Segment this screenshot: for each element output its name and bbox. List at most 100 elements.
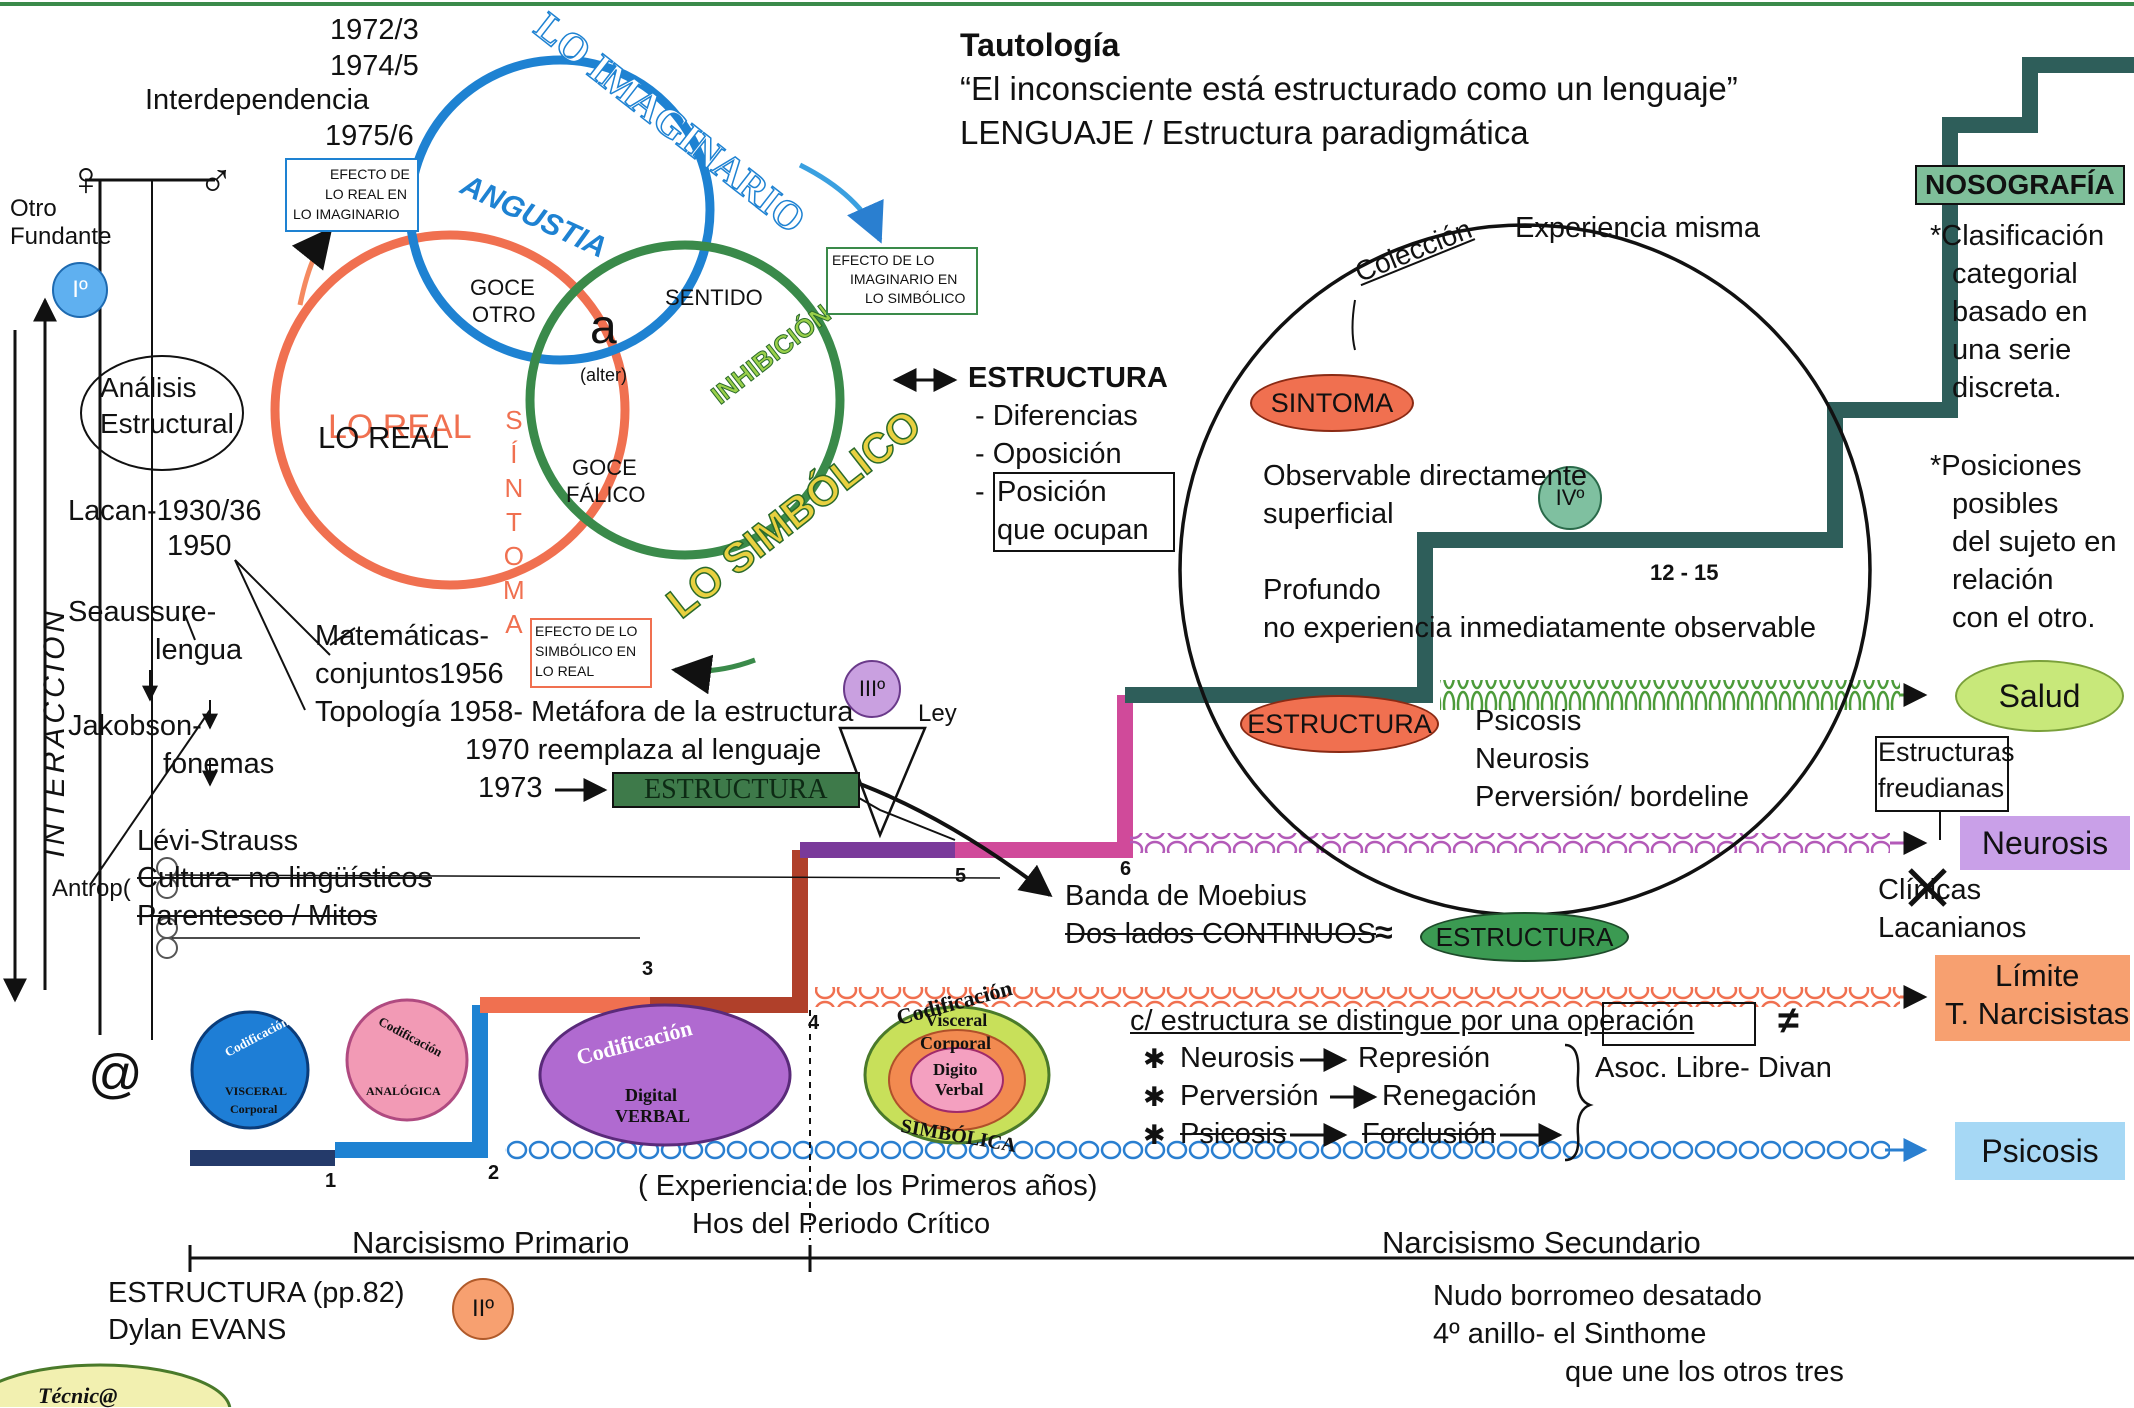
badge-I: Iº — [52, 262, 108, 318]
posicion-box — [993, 472, 1175, 552]
header-quote: “El inconsciente está estructurado como … — [960, 70, 1738, 107]
nosografia-c5: discreta. — [1952, 372, 2062, 404]
banda-moebius: Banda de Moebius — [1065, 880, 1307, 912]
nosografia-c1: *Clasificación — [1930, 220, 2105, 252]
nosografia-p5: con el otro. — [1952, 602, 2096, 634]
estructura-item-3b: que ocupan — [997, 514, 1149, 546]
op-star-2: ✱ — [1143, 1082, 1166, 1112]
narcisismo-primario: Narcisismo Primario — [352, 1225, 630, 1260]
estructura-pill-moebius: ESTRUCTURA — [1420, 912, 1629, 962]
operacion-title: c/ estructura se distingue por una opera… — [1130, 1005, 1695, 1037]
approx-icon: ≈ — [1375, 914, 1393, 950]
coil-salud — [1440, 680, 1900, 710]
cod4-a: Visceral — [925, 1010, 988, 1030]
label-goce-falico-2: FÁLICO — [566, 482, 646, 507]
analisis-label-2: Estructural — [100, 408, 234, 439]
efecto-real-3: LO IMAGINARIO — [293, 206, 400, 222]
header-subtitle: LENGUAJE / Estructura paradigmática — [960, 114, 1529, 151]
efecto-imag-3: LO SIMBÓLICO — [865, 290, 966, 306]
badge-II: IIº — [452, 1278, 514, 1340]
nosografia-title: NOSOGRAFÍA — [1915, 165, 2125, 206]
efecto-simb-2: SIMBÓLICO EN — [535, 643, 637, 659]
ref-evans: Dylan EVANS — [108, 1314, 287, 1346]
efecto-imag-2: IMAGINARIO EN — [850, 271, 958, 287]
ornament-loops — [156, 857, 178, 959]
estructura-item-3-dash: - — [975, 476, 985, 508]
analisis-label-1: Análisis — [100, 372, 197, 403]
cod3-b: VERBAL — [615, 1106, 691, 1126]
at-icon: @ — [88, 1044, 143, 1104]
cod1-a: VISCERAL — [225, 1084, 288, 1098]
circle-psicosis: Psicosis — [1475, 705, 1582, 737]
label-goce-falico-1: GOCE — [572, 455, 637, 480]
circle-neurosis: Neurosis — [1475, 743, 1590, 775]
efecto-real-box — [285, 158, 419, 232]
step-5: 5 — [955, 865, 967, 887]
outcome-limite-box — [1935, 955, 2130, 1041]
nosografia-p1: *Posiciones — [1930, 450, 2082, 482]
parentesco-label: Parentesco / Mitos — [137, 900, 378, 932]
observable-1: Observable directamente — [1263, 460, 1587, 492]
fonemas-label: fonemas — [163, 748, 275, 780]
operacion-box — [1602, 1002, 1756, 1046]
outcome-limite-2: T. Narcisistas — [1945, 996, 2130, 1031]
left-lines — [2, 178, 1001, 1040]
stair-7 — [1125, 278, 1958, 703]
tecnica-ellipse — [0, 1363, 232, 1407]
asoc-libre: Asoc. Libre- Divan — [1595, 1052, 1832, 1084]
stair-2 — [335, 1005, 488, 1158]
label-sentido: SENTIDO — [665, 285, 763, 310]
efecto-real-2: LO REAL EN — [325, 186, 407, 202]
label-sintoma-vertical: SÍNTOMA — [498, 405, 529, 643]
observable-2: superficial — [1263, 498, 1394, 530]
dos-lados: Dos lados CONTINUOS — [1065, 918, 1377, 950]
step-2: 2 — [488, 1162, 500, 1184]
analisis-ellipse — [80, 355, 244, 471]
efecto-simb-1: EFECTO DE LO — [535, 623, 638, 639]
estructura-pill-circle: ESTRUCTURA — [1240, 695, 1439, 753]
year-1972: 1972/3 — [330, 14, 419, 46]
op-star-1: ✱ — [1143, 1044, 1166, 1074]
cod-digital — [538, 1003, 792, 1147]
cod1-b: Corporal — [230, 1102, 278, 1116]
antrop-label: Antrop( — [52, 875, 131, 902]
outcome-neurosis: Neurosis — [1960, 816, 2130, 870]
nosografia-c2: categorial — [1952, 258, 2078, 290]
nudo-3: que une los otros tres — [1565, 1356, 1844, 1388]
estructura-item-2: - Oposición — [975, 438, 1122, 470]
nudo-1: Nudo borromeo desatado — [1433, 1280, 1762, 1312]
codificacion-shapes — [190, 998, 1051, 1147]
outcome-limite-1: Límite — [1995, 958, 2080, 993]
nudo-2: 4º anillo- el Sinthome — [1433, 1318, 1707, 1350]
profundo-1: Profundo — [1263, 574, 1381, 606]
outcome-salud: Salud — [1955, 660, 2124, 732]
step-6: 6 — [1120, 858, 1132, 880]
estructuras-1: Estructuras — [1878, 737, 2015, 767]
saussure-label-2: lengua — [155, 634, 243, 666]
cod3-a: Digital — [625, 1085, 677, 1105]
ley-label: Ley — [918, 700, 957, 727]
efecto-simb-3: LO REAL — [535, 663, 595, 679]
estructura-box-label: ESTRUCTURA — [612, 772, 860, 809]
borromean-rings — [270, 55, 845, 590]
tecnica-label: Técnic@ — [38, 1383, 118, 1408]
op-psicosis: Psicosis — [1180, 1118, 1287, 1150]
efecto-real-1: EFECTO DE — [330, 166, 410, 182]
nosografia-c3: basado en — [1952, 296, 2088, 328]
saussure-label-1: Seaussure- — [68, 596, 217, 628]
experiencia-misma: Experiencia misma — [1515, 212, 1760, 244]
header-title: Tautología — [960, 27, 1120, 63]
outcome-psicosis: Psicosis — [1955, 1122, 2125, 1180]
range-12-15: 12 - 15 — [1650, 560, 1719, 585]
estructuras-2: freudianas — [1878, 773, 2005, 803]
ref-estructura: ESTRUCTURA (pp.82) — [108, 1277, 405, 1309]
matematicas-1: Matemáticas- — [315, 620, 490, 652]
nosografia-c4: una serie — [1952, 334, 2072, 366]
label-goce-otro-1: GOCE — [470, 275, 535, 300]
op-neurosis: Neurosis — [1180, 1042, 1295, 1074]
jakobson-label: Jakobson- — [68, 710, 202, 742]
neq-icon: ≠ — [1778, 1000, 1799, 1042]
matematicas-3: Topología 1958- Metáfora de la estructur… — [315, 696, 854, 728]
cod-analogica — [345, 998, 469, 1122]
